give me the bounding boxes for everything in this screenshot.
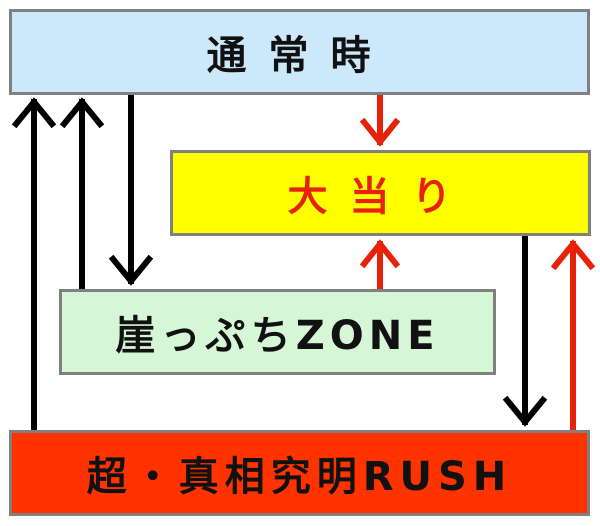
arrow-rush-to-jackpot	[550, 239, 596, 433]
zone-state-label: 崖っぷちZONE	[115, 313, 440, 359]
arrow-normal-to-zone	[108, 92, 154, 286]
arrow-zone-to-normal	[59, 97, 105, 292]
jackpot-state-box: 大当り	[170, 150, 591, 236]
jackpot-state-label: 大当り	[287, 174, 474, 220]
zone-state-box: 崖っぷちZONE	[59, 289, 496, 375]
arrow-normal-to-jackpot	[359, 92, 401, 147]
arrow-zone-to-jackpot	[359, 239, 401, 292]
rush-state-box: 超・真相究明RUSH	[9, 430, 590, 516]
rush-state-label: 超・真相究明RUSH	[86, 454, 513, 500]
arrow-jackpot-to-rush	[502, 233, 548, 427]
arrow-rush-to-normal	[11, 97, 57, 433]
normal-state-box: 通常時	[9, 9, 590, 95]
normal-state-label: 通常時	[206, 33, 393, 79]
